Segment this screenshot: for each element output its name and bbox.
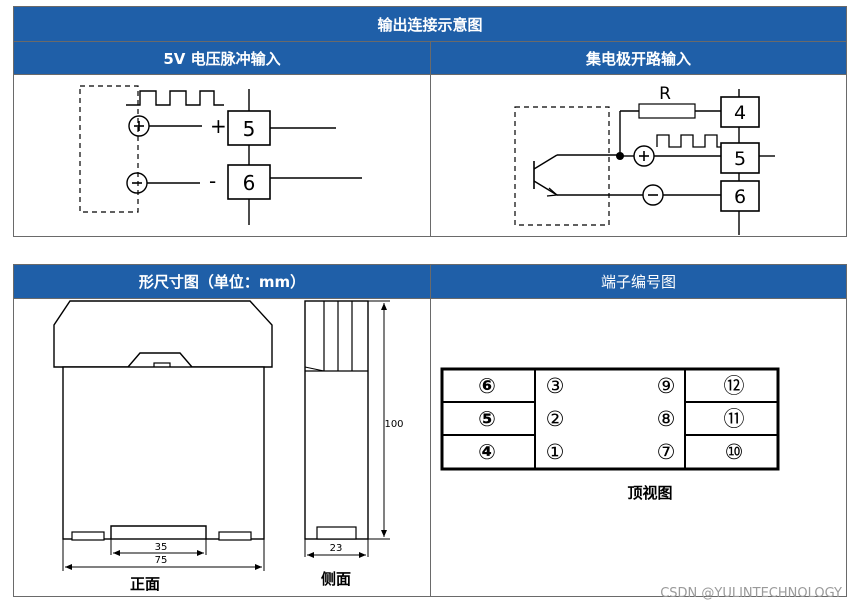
- front-dim-35: 35: [155, 542, 168, 553]
- terminal-map-drawing: ⑥ ⑤ ④ ③ ② ① ⑨ ⑧ ⑦ ⑫ ⑪ ⑩ 顶视图: [440, 367, 780, 502]
- terminal-6-right-label: 6: [734, 186, 746, 208]
- resistor-label: R: [659, 84, 671, 104]
- open-collector-diagram: R 4 5 6: [514, 84, 775, 235]
- connection-diagram-title: 输出连接示意图: [14, 7, 846, 41]
- terminal-8: ⑧: [657, 407, 676, 431]
- terminal-6-label: 6: [243, 171, 256, 195]
- terminal-9: ⑨: [657, 374, 676, 398]
- front-dim-75: 75: [155, 555, 168, 566]
- terminal-1: ①: [546, 440, 565, 464]
- top-divider-v: [430, 41, 431, 236]
- terminal-number-header: 端子编号图: [431, 265, 846, 298]
- voltage-pulse-header: 5V 电压脉冲输入: [14, 42, 430, 74]
- side-dim-100: 100: [384, 419, 403, 430]
- terminal-4: ④: [478, 440, 496, 464]
- dimension-table: 形尺寸图（单位：mm） 端子编号图 35 75 正面: [13, 264, 847, 597]
- terminal-4-label: 4: [734, 102, 746, 124]
- terminal-5: ⑤: [478, 407, 496, 431]
- terminal-11: ⑪: [724, 407, 745, 431]
- terminal-5-right-label: 5: [734, 148, 746, 170]
- terminal-2: ②: [546, 407, 565, 431]
- terminal-12: ⑫: [724, 374, 745, 398]
- side-view-caption: 侧面: [321, 570, 351, 588]
- terminal-7: ⑦: [657, 440, 676, 464]
- open-collector-header: 集电极开路输入: [431, 42, 846, 74]
- plus-label: +: [210, 114, 227, 138]
- top-view-caption: 顶视图: [627, 484, 672, 502]
- connection-diagram-table: 输出连接示意图 5V 电压脉冲输入 集电极开路输入 + - 5 6: [13, 6, 847, 237]
- minus-label: -: [209, 169, 216, 193]
- watermark: CSDN @YULINTECHNOLOGY: [660, 586, 842, 601]
- side-view-drawing: 100 23 侧面: [304, 300, 404, 588]
- terminal-5-label: 5: [243, 117, 256, 141]
- voltage-pulse-diagram: + - 5 6: [79, 85, 362, 225]
- side-dim-23: 23: [330, 543, 343, 554]
- terminal-6: ⑥: [478, 374, 496, 398]
- bottom-divider-v: [430, 265, 431, 596]
- front-view-caption: 正面: [130, 575, 160, 593]
- terminal-3: ③: [546, 374, 565, 398]
- front-view-drawing: 35 75 正面: [53, 300, 273, 593]
- terminal-10: ⑩: [725, 440, 744, 464]
- dimension-header: 形尺寸图（单位：mm）: [14, 265, 430, 298]
